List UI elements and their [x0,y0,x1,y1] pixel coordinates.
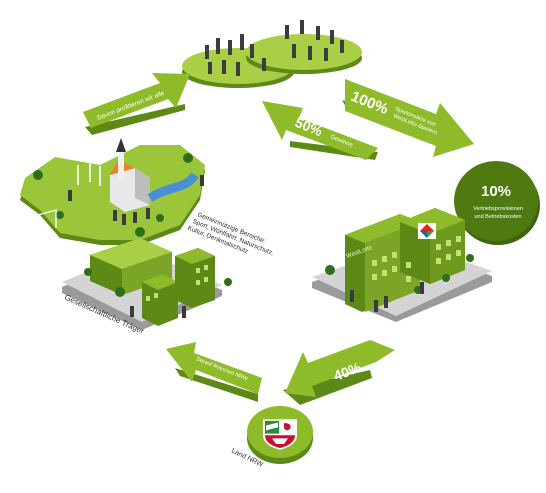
church [110,138,150,212]
social-trees [84,268,232,297]
crowd-right [285,20,344,61]
arrow-40-percent: 40% [283,340,395,405]
social-carriers-block [62,238,232,330]
badge-line1: Vertriebsprovisionen [473,206,523,212]
wind-turbines [77,160,101,186]
people-platforms [182,20,362,88]
costs-badge: 10% Vertriebsprovisionen und Betriebskos… [454,161,540,245]
arrow-davon-profitieren: Davon profitieren wir alle [83,73,190,135]
social-buildings [90,238,215,326]
westlotto-block: WestLotto [312,208,492,322]
crowd-left [205,34,266,76]
westlotto-building: WestLotto [345,208,465,312]
arrow-50-percent: 50% Gewinne [262,101,378,160]
soccer-goal [37,209,57,232]
westlotto-logo-icon [418,223,436,239]
nrw-coat-of-arms-icon [263,419,297,450]
badge-percent: 10% [481,183,511,200]
land-nrw-coin [247,406,313,464]
river [147,172,199,202]
badge-line2: und Betriebskosten [474,214,521,220]
nrw-landscape [20,138,205,245]
trees [33,153,193,237]
arrow-100-percent: 100% Spieleinsätze von WestLotto-Spieler… [342,79,474,157]
westlotto-people [350,282,424,312]
social-people [130,306,186,318]
arrow-darauf-finanziert: Darauf finanziert NRW [166,342,262,402]
map-people [68,175,204,225]
